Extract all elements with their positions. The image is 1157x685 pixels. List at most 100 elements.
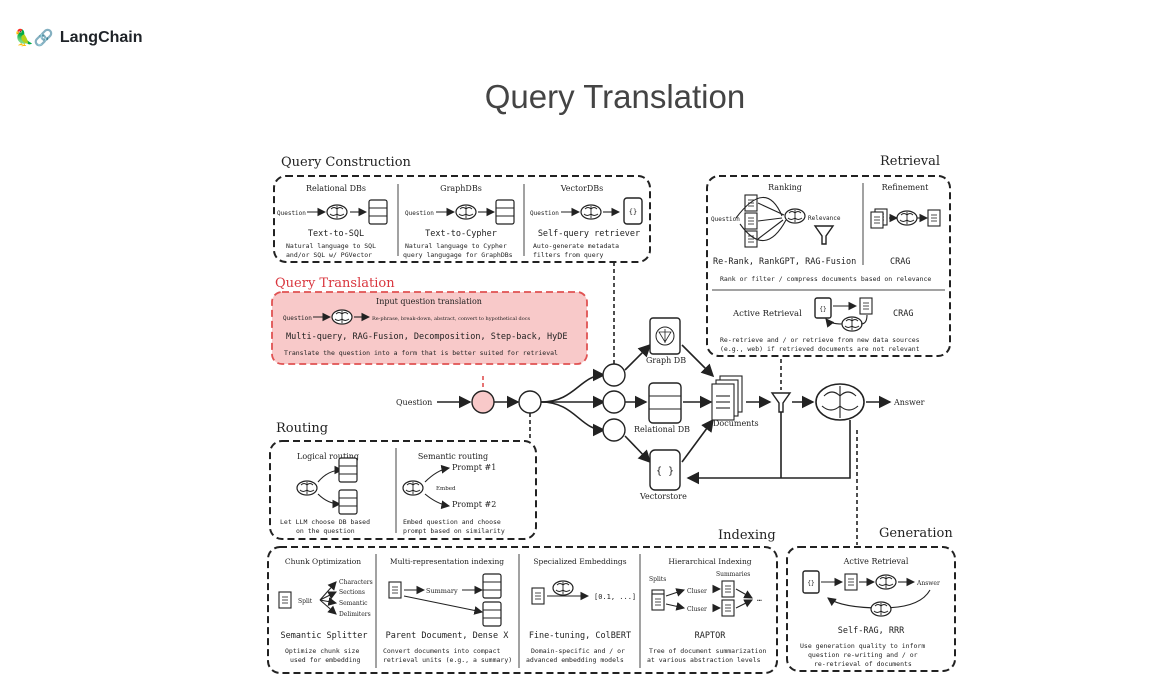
brain-icon [331,309,353,325]
indexing-title: Indexing [718,528,776,543]
special-desc-1: Domain-specific and / or [531,647,625,655]
input-translation-header: Input question translation [376,297,482,306]
semantic-routing-header: Semantic routing [418,452,488,461]
generation-desc-2: question re-writing and / or [808,651,918,659]
multi-representation-header: Multi-representation indexing [390,557,504,566]
generation-active-retrieval-header: Active Retrieval [843,557,909,566]
special-desc-2: advanced embedding models [526,656,624,664]
vectorstore-label: Vectorstore [639,492,687,501]
cluster-2-label: Cluser [687,606,707,613]
vector-question-label: Question [530,210,559,217]
sections-label: Sections [339,589,365,596]
retrieval-box [706,175,951,357]
ranking-header: Ranking [768,183,802,192]
active-retrieval-desc-1: Re-retrieve and / or retrieve from new d… [720,336,920,344]
document-icon [870,211,884,229]
ranking-methods-label: Re-Rank, RankGPT, RAG-Fusion [713,257,856,267]
document-icon [744,212,758,230]
vectorstore-icon [623,197,643,225]
relational-db-icon [648,382,682,424]
generation-desc-3: re-retrieval of documents [814,660,912,668]
document-icon [721,599,735,617]
graphdbs-header: GraphDBs [440,184,482,193]
brand[interactable]: 🦜🔗 LangChain [14,28,143,48]
vectordbs-header: VectorDBs [560,184,604,193]
query-construction-title: Query Construction [281,155,412,170]
text-to-cypher-desc-1: Natural language to Cypher [405,242,507,250]
text-to-cypher-label: Text-to-Cypher [425,229,497,239]
brain-icon [870,601,892,617]
document-icon [859,297,873,315]
text-to-cypher-desc-2: query langugage for GraphDBs [403,251,513,259]
translation-flow-label: Re-phrase, break-down, abstract, convert… [372,316,531,322]
routing-title: Routing [276,421,328,436]
self-rag-label: Self-RAG, RRR [838,626,905,636]
query-translation-box [271,291,588,365]
brain-icon [326,204,348,220]
characters-label: Characters [339,579,373,586]
graph-database-icon [338,489,358,515]
vectorstore-icon [482,573,502,599]
relational-dbs-header: Relational DBs [306,184,366,193]
database-icon [482,601,502,627]
chunk-optimization-header: Chunk Optimization [285,557,361,566]
graph-db-label: Graph DB [646,356,686,365]
routing-box [269,440,537,540]
embedding-vector-label: [0.1, ...] [594,593,636,601]
text-to-sql-label: Text-to-SQL [308,229,364,239]
parent-document-label: Parent Document, Dense X [386,631,510,641]
translation-node [471,390,495,414]
summaries-label: Summaries [716,571,750,578]
graph-question-label: Question [405,210,434,217]
delimiters-label: Delimiters [339,611,371,618]
answer-label: Answer [893,398,925,407]
embed-label: Embed [436,486,456,492]
query-translation-title: Query Translation [275,276,395,291]
multi-desc-2: retrieval units (e.g., a summary) [383,656,512,664]
document-icon [651,593,665,611]
relational-db-label: Relational DB [634,425,690,434]
hier-desc-2: at various abstraction levels [647,656,761,664]
generation-title: Generation [879,526,953,541]
query-translation-section: Query Translation Input question transla… [271,276,588,365]
generation-box [786,546,956,672]
parrot-link-icon: 🦜🔗 [14,30,54,47]
brain-icon [455,204,477,220]
specialized-embeddings-header: Specialized Embeddings [533,557,626,566]
svg-text:{}: {} [819,306,826,313]
brain-icon [875,574,897,590]
splits-label: Splits [649,576,666,583]
database-icon [368,199,388,225]
relevance-label: Relevance [808,215,841,222]
semantic-splitter-label: Semantic Splitter [281,631,368,641]
generation-section: Generation Active Retrieval {} Answer Se… [786,526,956,672]
rank-desc: Rank or filter / compress documents base… [720,275,931,283]
query-construction-section: Query Construction Relational DBs Questi… [273,155,651,263]
vectorstore-db-icon [649,449,681,491]
document-icon [744,194,758,212]
retrieval-section: Retrieval Ranking Question Relevance Re-… [706,154,951,357]
self-query-label: Self-query retriever [538,229,640,239]
hierarchical-indexing-header: Hierarchical Indexing [668,557,751,566]
filter-icon [770,392,792,413]
filter-icon [813,225,835,245]
logical-routing-desc-2: on the question [296,527,355,535]
svg-text:{}: {} [629,208,637,216]
brain-icon [402,480,424,496]
vector-node [602,418,626,442]
semantic-routing-desc-2: prompt based on similarity [403,527,505,535]
multi-desc-1: Convert documents into compact [383,647,500,655]
refinement-header: Refinement [882,183,929,192]
refinement-crag-label: CRAG [890,257,910,267]
database-icon [338,457,358,483]
translation-desc: Translate the question into a form that … [284,349,558,357]
logical-routing-header: Logical routing [297,452,359,461]
pipeline-question-label: Question [396,398,432,407]
document-icon [721,580,735,598]
active-retrieval-desc-2: (e.g., web) if retrieved documents are n… [720,345,920,353]
semantic-routing-desc-1: Embed question and choose [403,518,501,526]
fine-tuning-label: Fine-tuning, ColBERT [529,631,631,641]
summary-label: Summary [426,587,458,595]
self-query-desc-2: filters from query [533,251,604,259]
